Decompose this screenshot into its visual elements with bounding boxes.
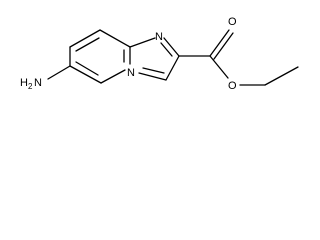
molecule-diagram: H 2 N N N O O [0,0,312,118]
bond [165,55,180,81]
bond [163,37,180,57]
atom-label-ester-o: O [228,80,237,92]
bond [209,29,230,57]
bond-double [142,67,165,74]
bond [129,37,156,48]
atom-label-amine-h: H [20,77,28,89]
bond [69,65,102,84]
bond [47,65,71,80]
atom-label-carbonyl-o: O [228,16,237,28]
bond-double [213,32,234,60]
atom-label-amine-n: N [34,77,42,89]
atom-label-ring-n-top: N [155,31,163,43]
structure-drawing: H 2 N N N O O [20,16,299,92]
bond [209,55,229,79]
atom-label-amine-h-count: 2 [28,82,33,91]
bond [99,29,131,48]
bond-double [75,61,99,76]
bond [100,69,126,84]
bond [138,72,167,81]
bond [264,66,299,86]
atom-label-ring-n-bridge: N [127,67,135,79]
bond-double [75,37,100,52]
bond [69,29,101,48]
bond-double [160,42,173,57]
